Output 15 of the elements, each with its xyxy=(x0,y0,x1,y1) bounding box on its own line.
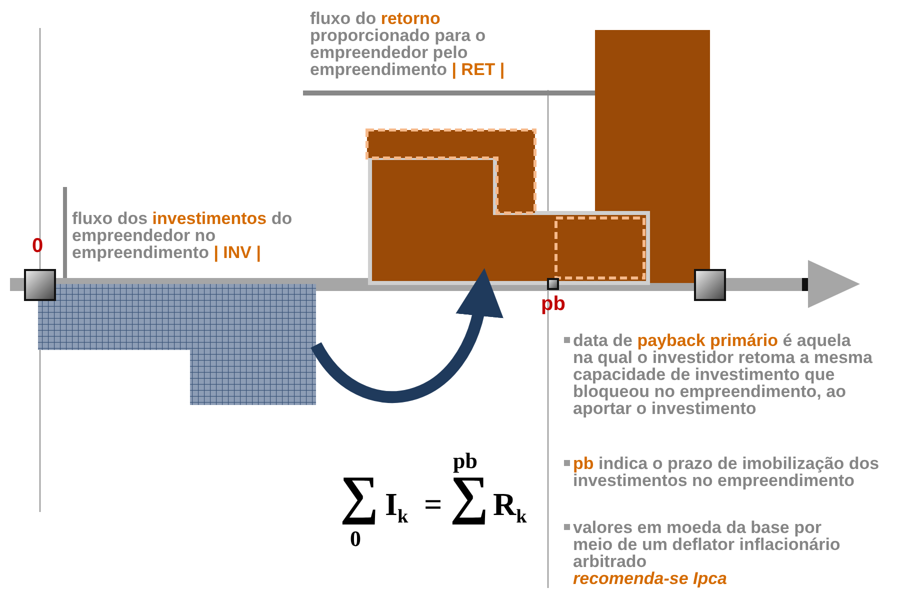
formula-term: R$_{k}$ xyxy=(493,488,527,527)
flow-caption: fluxo dos investimentos do empreendedor no empreendimento | INV | xyxy=(72,210,294,261)
note-text: recomenda-se Ipca xyxy=(573,570,728,587)
curved-arrow xyxy=(310,268,502,403)
investment-block xyxy=(38,284,316,405)
bullet-text: valores em moeda da base por meio de um deflator inflacionário arbitrado xyxy=(573,519,842,570)
flow-caption: fluxo do retorno proporcionado para o empreendedor pelo empreendimento | RET | xyxy=(310,10,506,78)
axis-label: 0 xyxy=(32,238,44,255)
sum-limit: 0 xyxy=(350,528,361,550)
equals-sign: = xyxy=(424,488,442,520)
axis-label: pb xyxy=(541,296,566,313)
bullet-text: data de payback primário é aquela na qual o investidor retoma a mesma capacidade de investimento que bloqueou no empreendimento, ao aportar o investimento xyxy=(573,332,873,417)
bullet-text: pb indica o prazo de imobilização dos investimentos no empreendimento xyxy=(573,455,880,489)
formula-term: I$_{k}$ xyxy=(385,488,408,527)
sum-symbol: ∑ xyxy=(340,468,378,522)
